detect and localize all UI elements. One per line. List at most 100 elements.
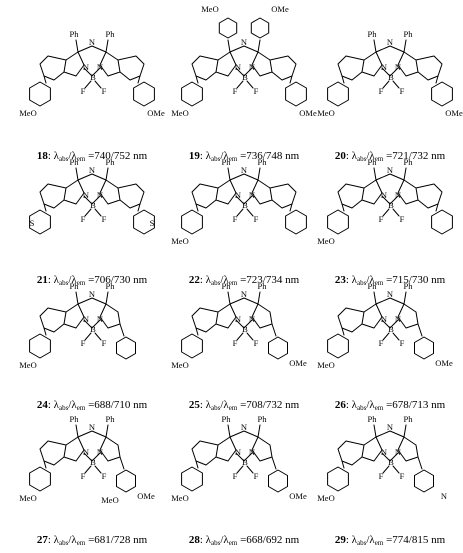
left-ring-fusion [43,75,47,84]
bf-bond-left [84,80,92,89]
right-methoxy-label: OMe [299,108,317,118]
aza-bodipy-core [327,39,453,107]
em-subscript: em [374,539,384,547]
boron-chelate [83,195,101,205]
fluorine-left: F [379,86,384,96]
right-pyrrole-ring [99,179,121,205]
left-top-bond [373,39,377,53]
slash-separator: / [408,399,412,411]
bridge-n-atom: N [89,165,95,175]
left-top-substituent: Ph [368,29,378,39]
bridge-n-atom: N [241,37,247,47]
left-ring-fusion [195,327,199,336]
lambda-symbol: λ [53,274,59,286]
em-wavelength: 710 [113,399,131,411]
fluorine-left: F [233,86,238,96]
slash-separator: / [220,150,224,162]
boron-chelate [235,195,253,205]
left-dihydro-ring [337,183,365,209]
spectral-caption: 22: λabs/λem =723/734 nm [170,274,318,287]
abs-subscript: abs [59,404,69,412]
left-top-bond [227,167,231,181]
compound-number: 23 [334,274,346,286]
aza-bodipy-core [327,424,434,493]
left-dihydro-ring [39,440,67,466]
boron-atom: B [388,200,394,210]
unit-label: nm [285,274,300,286]
em-subscript: em [76,539,86,547]
left-n-atom: N [83,447,89,457]
boron-atom: B [90,72,96,82]
right-top-bond [105,39,109,53]
bf-bond-left [236,80,244,89]
em-wavelength: 713 [411,399,429,411]
bf-bond-left [84,332,92,341]
bf-bond-right [392,332,400,341]
boron-chelate [83,319,101,329]
left-dihydro-ring [191,440,219,466]
right-pyrrole-ring [99,436,121,462]
slash-separator: / [68,274,72,286]
em-wavelength: 732 [265,399,283,411]
left-n-atom: N [235,447,241,457]
fluorine-right: F [102,471,107,481]
right-aryl-ring [414,469,434,493]
bf-bond-left [236,208,244,217]
boron-atom: B [388,72,394,82]
bridge-bond [77,173,107,181]
equals-sign: = [240,150,247,162]
fluorine-left: F [81,338,86,348]
abs-subscript: abs [211,155,221,163]
right-top-bond [105,424,109,438]
slash-separator: / [110,274,114,286]
left-pyrrole-ring [361,436,383,462]
aza-bodipy-core [29,167,155,235]
left-n-atom: N [381,190,387,200]
slash-separator: / [262,534,266,546]
lambda-symbol: λ [205,534,211,546]
right-top-bond [257,291,261,305]
left-methoxy-label: MeO [19,108,36,118]
fluorine-left: F [81,471,86,481]
abs-wavelength: 688 [94,399,111,411]
bf-bond-right [392,208,400,217]
fluorine-left: F [81,86,86,96]
left-top-substituent: Ph [70,29,80,39]
compound-number: 18 [36,150,48,162]
left-methoxy-label: MeO [317,236,334,246]
bridge-bond [229,430,259,438]
right-pyrrole-ring [251,51,273,77]
unit-label: nm [133,534,148,546]
left-benzo-ring [181,466,203,492]
left-top-bond [373,291,377,305]
right-anisyl-ring [250,17,270,39]
unit-label: nm [133,399,148,411]
bridge-n-atom: N [387,289,393,299]
boron-chelate [381,319,399,329]
lambda-symbol: λ [53,534,59,546]
left-top-bond [227,424,231,438]
bridge-bond [229,173,259,181]
bridge-bond [77,297,107,305]
lambda-symbol: λ [71,274,77,286]
left-top-substituent: Ph [368,414,378,424]
bf-bond-left [382,332,390,341]
left-pyrrole-ring [63,436,85,462]
boron-atom: B [90,200,96,210]
bf-bond-right [94,208,102,217]
bridge-bond [229,45,259,53]
aza-bodipy-core [181,424,288,493]
right-benzo-ring [431,209,453,235]
unit-label: nm [285,534,300,546]
right-ring-fusion [289,75,293,84]
left-top-bond [227,39,231,53]
bf-bond-right [246,208,254,217]
aryl-substituent-label: N [441,491,447,501]
right-pyrrole-ring [251,179,273,205]
slash-separator: / [408,534,412,546]
abs-subscript: abs [357,279,367,287]
spectral-caption: 21: λabs/λem =706/730 nm [18,274,166,287]
